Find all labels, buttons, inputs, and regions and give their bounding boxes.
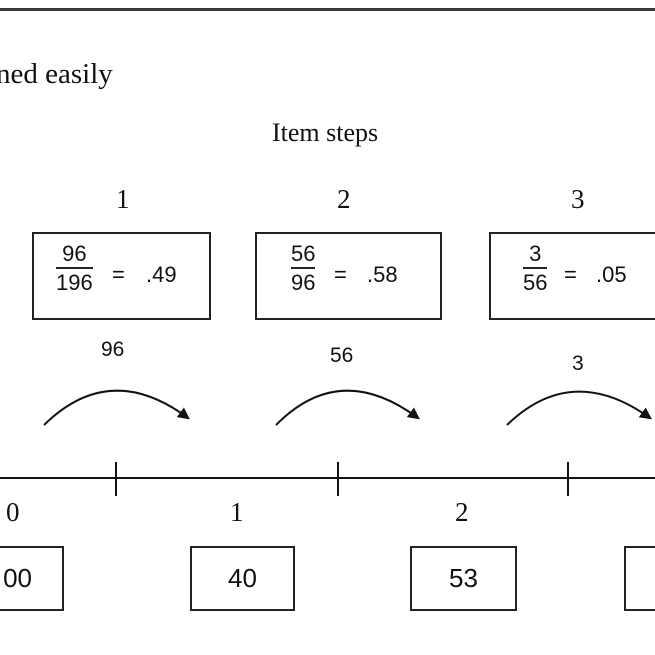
transition-count-step-3: 3 [572,352,584,375]
numerator: 3 [529,241,542,266]
denominator: 196 [56,270,93,295]
fraction-bar [291,267,316,269]
step-number-3: 3 [571,184,585,214]
transition-count-step-1: 96 [101,338,125,361]
count-box-category-1: 40 [190,546,295,611]
arrow-step-3 [506,390,652,426]
ratio-box-step-1: 96 196 = .49 [32,232,211,320]
ratio-value: .49 [146,262,177,287]
denominator: 56 [523,270,548,295]
heading-fragment: ned easily [0,58,113,90]
arrow-step-1 [43,389,190,426]
top-rule [0,8,655,11]
arrow-step-2 [275,389,420,426]
step-number-2: 2 [337,184,351,214]
item-steps-title: Item steps [272,118,379,147]
fraction-step-3: 3 56 [523,241,548,297]
count-box-category-3 [624,546,655,611]
category-number-1: 1 [230,497,244,527]
equals-sign: = [564,262,577,287]
numerator: 96 [62,241,87,266]
count-value: 53 [449,563,478,593]
count-box-category-2: 53 [410,546,517,611]
fraction-bar [56,267,93,269]
ratio-box-step-2: 56 96 = .58 [255,232,442,320]
equals-sign: = [112,262,125,287]
category-number-0: 0 [6,497,20,527]
ratio-value: .58 [367,262,398,287]
count-box-category-0: 00 [0,546,64,611]
numerator: 56 [291,241,316,266]
ratio-box-step-3: 3 56 = .05 [489,232,655,320]
count-value: 00 [3,563,32,593]
fraction-step-1: 96 196 [56,241,93,297]
count-value: 40 [228,563,257,593]
transition-count-step-2: 56 [330,344,354,367]
step-number-1: 1 [116,184,130,214]
fraction-bar [523,267,548,269]
equals-sign: = [334,262,347,287]
fraction-step-2: 56 96 [291,241,316,297]
denominator: 96 [291,270,316,295]
category-number-2: 2 [455,497,469,527]
ratio-value: .05 [596,262,627,287]
